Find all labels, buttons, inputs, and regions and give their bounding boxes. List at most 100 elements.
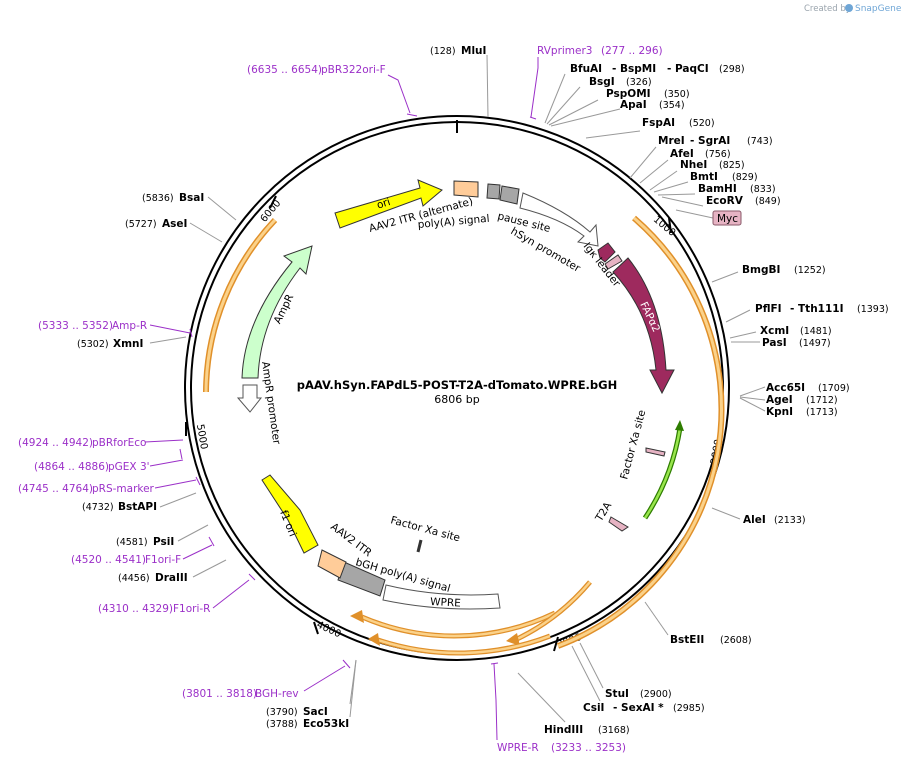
watermark-brand: SnapGene: [855, 4, 902, 14]
enzyme-csii-pos: (2985): [673, 703, 705, 714]
enzyme-acc65i[interactable]: Acc65I: [766, 382, 805, 394]
primer-wpre-r[interactable]: WPRE-R: [497, 742, 539, 754]
enzyme-pflfi[interactable]: PflFI: [755, 303, 782, 315]
enzyme-mrei[interactable]: MreI: [658, 135, 685, 147]
enzyme-draiii[interactable]: DraIII: [155, 572, 188, 584]
enzyme-draiii-pos: (4456): [118, 573, 150, 584]
enzyme-fspai[interactable]: FspAI: [642, 117, 675, 129]
plasmid-length: 6806 bp: [434, 393, 479, 406]
enzyme-sgrai[interactable]: - SgrAI: [690, 135, 730, 147]
enzyme-hindiii[interactable]: HindIII: [544, 724, 583, 736]
primer-f1ori-f[interactable]: F1ori-F: [145, 554, 181, 566]
top-small-features: [453, 180, 520, 205]
enzyme-xmni-pos: (5302): [77, 339, 109, 350]
enzyme-stui[interactable]: StuI: [605, 688, 629, 700]
enzyme-asei-pos: (5727): [125, 219, 157, 230]
factor-xa-center-label: Factor Xa site: [389, 514, 461, 544]
enzyme-agei[interactable]: AgeI: [766, 394, 793, 406]
enzyme-tth111i[interactable]: - Tth111I: [790, 303, 844, 315]
primer-pgex3[interactable]: pGEX 3': [108, 461, 150, 473]
enzyme-hindiii-pos: (3168): [598, 725, 630, 736]
enzyme-alei[interactable]: AleI: [743, 514, 766, 526]
enzyme-afei[interactable]: AfeI: [670, 148, 694, 160]
itr-bottom-feature: [317, 549, 347, 579]
igk-leader-feature: [597, 242, 623, 270]
enzyme-sexai[interactable]: - SexAI *: [613, 702, 664, 714]
enzyme-mrei-pos: (743): [747, 136, 773, 147]
primer-amp-r-pos: (5333 .. 5352): [38, 320, 113, 332]
factor-xa-right-label: Factor Xa site: [618, 409, 648, 481]
myc-tag: Myc: [675, 209, 742, 226]
enzyme-xmni[interactable]: XmnI: [113, 338, 143, 350]
enzyme-mlui[interactable]: MluI: [461, 45, 486, 57]
enzyme-pflfi-pos: (1393): [857, 304, 889, 315]
fapa2-feature: [612, 257, 675, 395]
enzyme-ecorv-pos: (849): [755, 196, 781, 207]
primer-pbrforeco[interactable]: pBRforEco: [92, 437, 146, 449]
fapa2-label: FAPα2: [637, 300, 662, 334]
enzyme-alei-pos: (2133): [774, 515, 806, 526]
enzyme-bsai[interactable]: BsaI: [179, 192, 204, 204]
enzyme-bsgi[interactable]: BsgI: [589, 76, 615, 88]
enzyme-bsteii[interactable]: BstEII: [670, 634, 704, 646]
enzyme-csii[interactable]: CsiI: [583, 702, 604, 714]
enzyme-pasi[interactable]: PasI: [762, 337, 787, 349]
primer-rvprimer3-pos: (277 .. 296): [601, 45, 663, 57]
t2a-feature: [608, 516, 629, 532]
hsyn-promoter-feature: [519, 192, 599, 247]
enzyme-saci-pos: (3790): [266, 707, 298, 718]
enzyme-eco53ki[interactable]: Eco53kI: [303, 718, 349, 730]
watermark-created-by: Created by: [804, 4, 851, 14]
enzyme-bamhi[interactable]: BamHI: [698, 183, 737, 195]
tick-label-4000: 4000: [315, 620, 343, 641]
enzyme-afei-pos: (756): [705, 149, 731, 160]
enzyme-bsai-pos: (5836): [142, 193, 174, 204]
primer-prs-marker[interactable]: pRS-marker: [92, 483, 155, 495]
enzyme-bmgbi[interactable]: BmgBI: [742, 264, 780, 276]
primer-f1ori-r[interactable]: F1ori-R: [173, 603, 210, 615]
enzyme-bfuai[interactable]: BfuAI: [570, 63, 602, 75]
enzyme-apai[interactable]: ApaI: [620, 99, 647, 111]
enzyme-ecorv[interactable]: EcoRV: [706, 195, 744, 207]
enzyme-bmti-pos: (829): [732, 172, 758, 183]
primer-pbrforeco-pos: (4924 .. 4942): [18, 437, 93, 449]
enzyme-xcmi[interactable]: XcmI: [760, 325, 789, 337]
tick-label-5000: 5000: [194, 423, 209, 450]
enzyme-bsgi-pos: (326): [626, 77, 652, 88]
enzyme-kpni[interactable]: KpnI: [766, 406, 793, 418]
enzyme-nhei[interactable]: NheI: [680, 159, 707, 171]
factor-xa-center-feature: [416, 539, 423, 553]
ori-label: ori: [375, 196, 392, 212]
enzyme-bsteii-pos: (2608): [720, 635, 752, 646]
enzyme-bstapi[interactable]: BstAPI: [118, 501, 157, 513]
enzyme-pspomi[interactable]: PspOMI: [606, 88, 651, 100]
lower-orange-arrows: [350, 580, 592, 656]
ampr-promoter-label: AmpR promoter: [259, 361, 283, 446]
primer-rvprimer3[interactable]: RVprimer3: [537, 45, 593, 57]
enzyme-bmti[interactable]: BmtI: [690, 171, 718, 183]
enzyme-leaders-right: [644, 271, 766, 636]
enzyme-leaders-top: [486, 54, 704, 207]
enzyme-bmgbi-pos: (1252): [794, 265, 826, 276]
plasmid-name: pAAV.hSyn.FAPdL5-POST-T2A-dTomato.WPRE.b…: [297, 378, 617, 392]
enzyme-paqci[interactable]: - PaqCI: [667, 63, 709, 75]
enzyme-agei-pos: (1712): [806, 395, 838, 406]
enzyme-leaders-bottom: [349, 642, 604, 723]
enzyme-leaders-left: [149, 196, 237, 578]
primer-bgh-rev-pos: (3801 .. 3818): [182, 688, 257, 700]
enzyme-psii[interactable]: PsiI: [153, 536, 174, 548]
ori-feature: ori: [334, 179, 443, 229]
ampr-feature: [241, 245, 313, 379]
primer-f1ori-f-pos: (4520 .. 4541): [71, 554, 146, 566]
primer-amp-r[interactable]: Amp-R: [112, 320, 147, 332]
primer-bgh-rev[interactable]: BGH-rev: [255, 688, 299, 700]
wpre-feature: [382, 584, 501, 610]
enzyme-bamhi-pos: (833): [750, 184, 776, 195]
enzyme-xcmi-pos: (1481): [800, 326, 832, 337]
ampr-promoter-feature: [236, 384, 263, 413]
enzyme-asei[interactable]: AseI: [162, 218, 187, 230]
enzyme-acc65i-pos: (1709): [818, 383, 850, 394]
enzyme-saci[interactable]: SacI: [303, 706, 328, 718]
enzyme-bspmi[interactable]: - BspMI: [612, 63, 656, 75]
primer-pbr322ori-f[interactable]: pBR322ori-F: [321, 64, 386, 76]
